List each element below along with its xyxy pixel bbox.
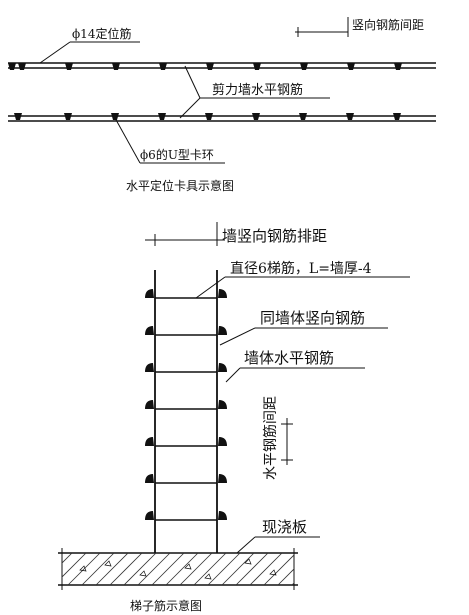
u-clip-mark (65, 63, 73, 70)
slab-hatch-line (207, 553, 241, 585)
u-clip-mark (206, 63, 214, 70)
bottom-figure: 墙竖向钢筋排距 直径6梯筋，L=墙厚-4 同墙体竖向钢筋 墙体水平钢筋 水平钢筋… (58, 222, 410, 613)
label-slab: 现浇板 (262, 518, 307, 536)
slab-hatch-line (62, 553, 87, 578)
leader-line (184, 65, 201, 99)
slab-hatch-line (137, 553, 171, 585)
leader-line (195, 276, 226, 299)
slab-hatch-line (151, 553, 185, 585)
slab-hatch-line (221, 553, 255, 585)
horizontal-bar-section (218, 511, 227, 520)
u-clip-mark (394, 63, 402, 70)
slab-hatch-line (193, 553, 227, 585)
top-caption: 水平定位卡具示意图 (126, 178, 234, 193)
u-clip-mark (18, 63, 26, 70)
leader-line (179, 97, 201, 119)
slab-hatch-line (123, 553, 157, 585)
leader-line (225, 367, 241, 383)
slab-hatch-line (306, 553, 338, 585)
label-horizontal-spacing: 水平钢筋间距 (262, 396, 279, 480)
horizontal-bar-section (145, 400, 154, 409)
slab-hatch-line (235, 553, 269, 585)
leader-line (236, 536, 256, 554)
u-clip-mark (159, 63, 167, 70)
slab-hatch-line (179, 553, 213, 585)
aggregate-mark (79, 565, 87, 572)
horizontal-bar-section (218, 326, 227, 335)
label-vertical-spacing: 竖向钢筋间距 (352, 17, 424, 32)
slab-hatch-line (95, 553, 129, 585)
top-figure: ϕ14定位筋 竖向钢筋间距 剪力墙水平钢筋 ϕ6的U型卡环 水平定位卡具示意图 (8, 17, 436, 193)
label-same-vertical: 同墙体竖向钢筋 (260, 309, 365, 327)
horizontal-bar-section (218, 363, 227, 372)
u-clip-mark (252, 113, 260, 120)
horizontal-bar-section (218, 474, 227, 483)
slab-hatch-line (109, 553, 143, 585)
horizontal-bar-section (145, 474, 154, 483)
cast-in-place-slab (58, 548, 352, 590)
aggregate-mark (184, 563, 192, 570)
slab-hatch-line (277, 568, 294, 585)
u-clip-mark (64, 113, 72, 120)
leader-line (39, 41, 71, 64)
bottom-caption: 梯子筋示意图 (130, 598, 202, 613)
slab-hatch-line (81, 553, 115, 585)
u-clip-mark (205, 113, 213, 120)
horizontal-bar-section (145, 326, 154, 335)
u-clip-mark (112, 63, 120, 70)
horizontal-bar-section (145, 289, 154, 298)
slab-hatch-line (62, 553, 73, 564)
aggregate-mark (104, 560, 112, 567)
u-clip-mark (158, 113, 166, 120)
u-clip-mark (347, 63, 355, 70)
u-clip-mark (300, 63, 308, 70)
slab-hatch-line (263, 554, 294, 585)
u-clip-row (8, 63, 402, 70)
u-clip-mark (346, 113, 354, 120)
aggregate-mark (244, 558, 252, 565)
leader-line (114, 117, 141, 164)
label-shear-wall-horizontal: 剪力墙水平钢筋 (212, 82, 303, 98)
label-u-clip: ϕ6的U型卡环 (140, 147, 214, 162)
slab-hatch-line (67, 553, 101, 585)
label-rebar-position: ϕ14定位筋 (72, 26, 131, 41)
u-clip-mark (253, 63, 261, 70)
leader-line (219, 327, 256, 346)
label-row-spacing: 墙竖向钢筋排距 (222, 227, 327, 245)
slab-hatch-line (291, 582, 294, 585)
aggregate-mark (204, 573, 212, 580)
horizontal-bar-section (218, 400, 227, 409)
aggregate-mark (269, 569, 277, 576)
slab-hatch-line (165, 553, 199, 585)
horizontal-bar-section (218, 437, 227, 446)
horizontal-bar-section (218, 289, 227, 298)
u-clip-mark (393, 113, 401, 120)
aggregate-mark (139, 570, 147, 577)
u-clip-mark (299, 113, 307, 120)
label-wall-horizontal: 墙体水平钢筋 (244, 349, 334, 367)
slab-hatch-line (249, 553, 283, 585)
horizontal-bar-section (145, 511, 154, 520)
ladder-rungs (145, 289, 227, 521)
horizontal-bar-section (145, 363, 154, 372)
horizontal-bar-section (145, 437, 154, 446)
u-clip-row (14, 113, 401, 120)
u-clip-mark (14, 113, 22, 120)
u-clip-mark (111, 113, 119, 120)
u-clip-mark (8, 63, 16, 70)
slab-hatch-line (320, 553, 352, 585)
label-ladder-bar: 直径6梯筋，L=墙厚-4 (230, 260, 372, 277)
